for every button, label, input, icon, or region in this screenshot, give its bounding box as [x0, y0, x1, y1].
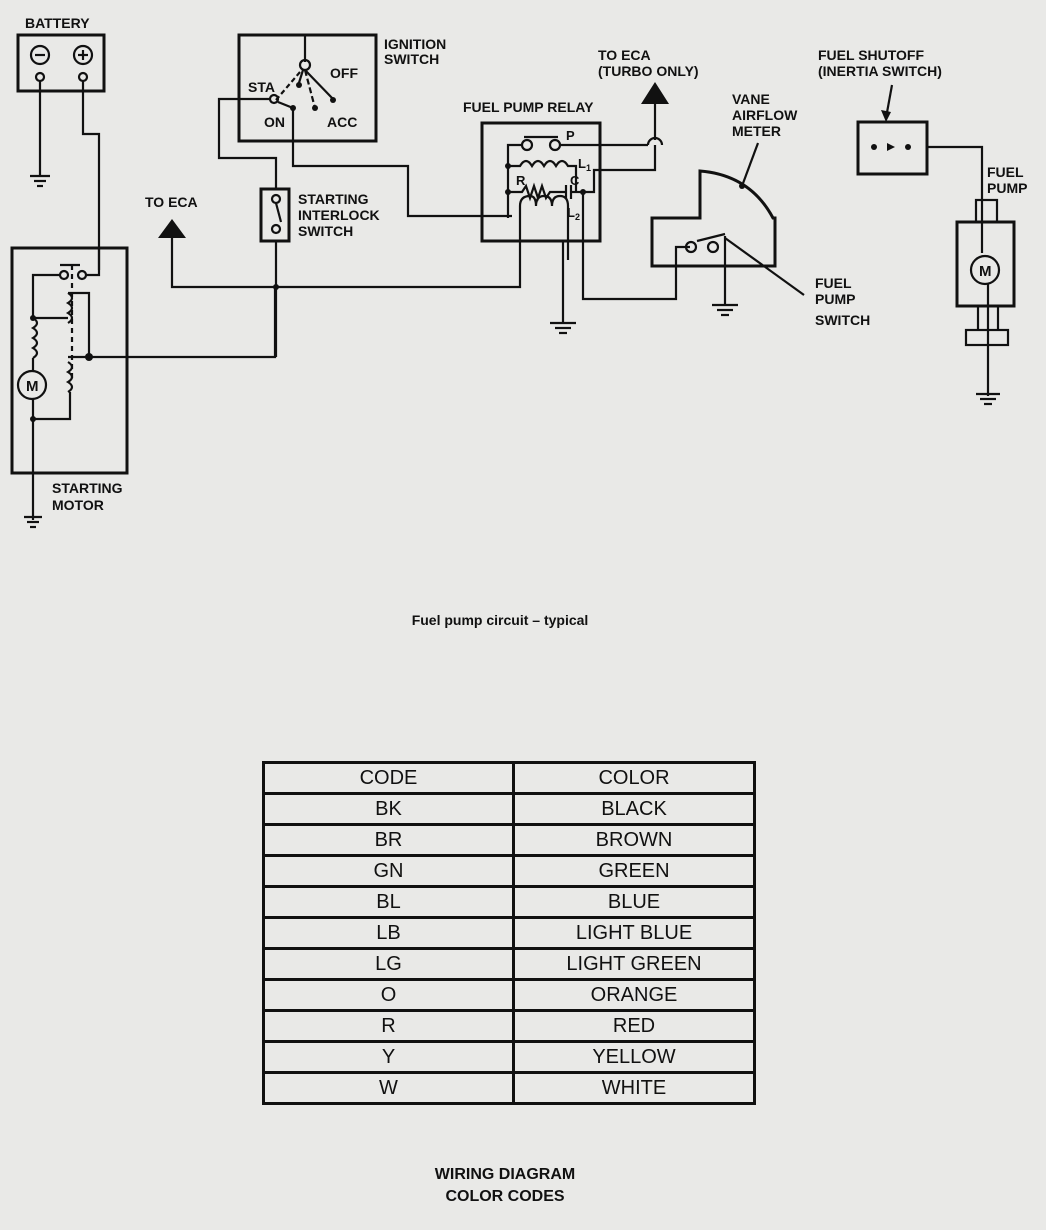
- code-cell: LG: [262, 947, 515, 981]
- pump-motor-icon: [969, 254, 1001, 286]
- svg-text:TO ECA: TO ECA: [598, 47, 651, 63]
- code-cell: Y: [262, 1040, 515, 1074]
- vane-airflow-meter: VANE AIRFLOW METER FUEL PUMP SWITCH: [650, 91, 870, 328]
- code-cell: GN: [262, 854, 515, 888]
- svg-text:(INERTIA SWITCH): (INERTIA SWITCH): [818, 63, 942, 79]
- svg-text:IGNITION: IGNITION: [384, 36, 446, 52]
- color-cell: BROWN: [512, 823, 756, 857]
- color-cell: WHITE: [512, 1071, 756, 1105]
- positive-terminal-icon: [72, 44, 94, 66]
- color-cell: LIGHT GREEN: [512, 947, 756, 981]
- code-cell: R: [262, 1009, 515, 1043]
- color-cell: RED: [512, 1009, 756, 1043]
- battery: BATTERY: [16, 15, 106, 270]
- coil-l1-icon: [508, 159, 578, 192]
- svg-text:L2: L2: [567, 205, 580, 222]
- svg-text:SWITCH: SWITCH: [298, 223, 353, 239]
- color-header: COLOR: [512, 761, 756, 795]
- svg-text:M: M: [979, 263, 992, 280]
- starting-motor: M STARTING MOTOR: [10, 246, 277, 529]
- ground-icon: [550, 321, 576, 335]
- code-cell: BL: [262, 885, 515, 919]
- color-cell: LIGHT BLUE: [512, 916, 756, 950]
- resistor-icon: [508, 182, 566, 202]
- ground-icon: [712, 303, 738, 317]
- svg-text:TO ECA: TO ECA: [145, 194, 198, 210]
- svg-text:SWITCH: SWITCH: [815, 312, 870, 328]
- code-cell: O: [262, 978, 515, 1012]
- field-coil-icon: [30, 317, 39, 359]
- svg-text:ACC: ACC: [327, 114, 357, 130]
- svg-text:OFF: OFF: [330, 65, 358, 81]
- svg-text:METER: METER: [732, 123, 781, 139]
- code-cell: W: [262, 1071, 515, 1105]
- fuel-pump-circuit-diagram: BATTERY M: [10, 15, 1027, 529]
- svg-text:FUEL SHUTOFF: FUEL SHUTOFF: [818, 47, 924, 63]
- table-header-row: CODE COLOR: [262, 761, 756, 795]
- starting-interlock-switch: STARTING INTERLOCK SWITCH: [259, 187, 380, 357]
- fuel-pump: FUEL PUMP M: [955, 164, 1027, 406]
- svg-text:ON: ON: [264, 114, 285, 130]
- to-eca: TO ECA: [145, 194, 522, 289]
- code-header: CODE: [262, 761, 515, 795]
- svg-text:M: M: [26, 378, 39, 395]
- svg-text:VANE: VANE: [732, 91, 770, 107]
- ground-icon: [30, 174, 50, 188]
- coil-l2-icon: [518, 194, 570, 260]
- code-cell: LB: [262, 916, 515, 950]
- solenoid-coil-icon: [65, 292, 74, 324]
- code-cell: BK: [262, 792, 515, 826]
- color-cell: BLACK: [512, 792, 756, 826]
- color-cell: ORANGE: [512, 978, 756, 1012]
- fuel-shutoff-inertia-switch: FUEL SHUTOFF (INERTIA SWITCH): [818, 47, 984, 200]
- battery-label: BATTERY: [25, 15, 90, 31]
- svg-text:PUMP: PUMP: [815, 291, 855, 307]
- svg-text:SWITCH: SWITCH: [384, 51, 439, 67]
- svg-text:FUEL: FUEL: [987, 164, 1024, 180]
- svg-text:STARTING: STARTING: [298, 191, 369, 207]
- svg-text:INTERLOCK: INTERLOCK: [298, 207, 380, 223]
- negative-terminal-icon: [29, 44, 51, 66]
- svg-text:FUEL PUMP RELAY: FUEL PUMP RELAY: [463, 99, 594, 115]
- fuel-pump-relay: FUEL PUMP RELAY P L1 R C L2: [463, 99, 690, 335]
- code-cell: BR: [262, 823, 515, 857]
- to-eca-turbo: TO ECA (TURBO ONLY): [598, 47, 699, 140]
- arrow-up-icon: [158, 219, 186, 238]
- svg-text:STARTING: STARTING: [52, 480, 123, 496]
- svg-text:STA: STA: [248, 79, 275, 95]
- svg-text:PUMP: PUMP: [987, 180, 1027, 196]
- svg-text:L1: L1: [578, 156, 591, 173]
- table-title: WIRING DIAGRAM COLOR CODES: [434, 1166, 576, 1205]
- svg-text:(TURBO ONLY): (TURBO ONLY): [598, 63, 699, 79]
- arrow-up-icon: [641, 82, 669, 104]
- ground-icon: [976, 392, 1000, 406]
- arrow-down-icon: [881, 110, 891, 122]
- svg-text:P: P: [566, 128, 575, 143]
- diagram-caption: Fuel pump circuit – typical: [411, 612, 589, 628]
- svg-text:AIRFLOW: AIRFLOW: [732, 107, 798, 123]
- color-cell: YELLOW: [512, 1040, 756, 1074]
- svg-text:MOTOR: MOTOR: [52, 497, 104, 513]
- svg-text:FUEL: FUEL: [815, 275, 852, 291]
- ground-icon: [24, 515, 42, 529]
- svg-text:R: R: [516, 173, 526, 188]
- svg-text:C: C: [570, 173, 580, 188]
- color-cell: GREEN: [512, 854, 756, 888]
- ignition-switch: STA OFF ON ACC IGNITION SWITCH: [217, 33, 512, 218]
- color-cell: BLUE: [512, 885, 756, 919]
